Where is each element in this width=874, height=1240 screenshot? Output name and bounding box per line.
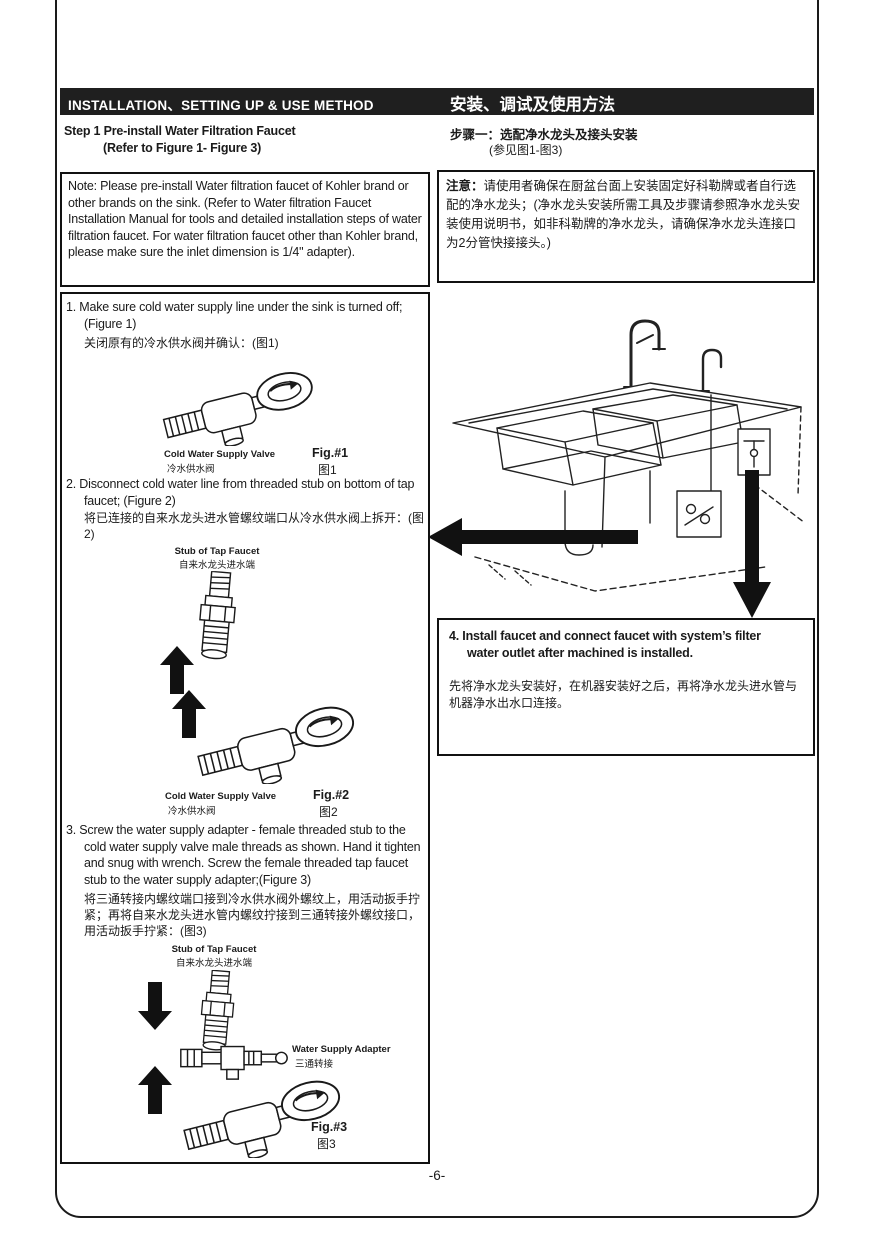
step-3-text-zh: 将三通转接内螺纹端口接到冷水供水阀外螺纹上，用活动扳手拧紧；再将自来水龙头进水管… <box>84 892 421 938</box>
up-arrow-icon <box>160 646 194 694</box>
valve-label-zh-fig1: 冷水供水阀 <box>167 464 215 475</box>
down-arrow-icon <box>733 470 771 618</box>
step-4-text-zh: 先将净水龙头安装好，在机器安装好之后，再将净水龙头进水管与机器净水出水口连接。 <box>449 679 798 710</box>
step-3-text-en: 3. Screw the water supply adapter - fema… <box>66 823 421 887</box>
step1-subheading-zh: (参见图1-图3) <box>489 143 563 157</box>
note-box-zh: 注意：请使用者确保在厨盆台面上安装固定好科勒牌或者自行选配的净水龙头；(净水龙头… <box>437 170 815 283</box>
figure-3-caption-en: Fig.#3 <box>311 1120 348 1134</box>
step-1-text-zh: 关闭原有的冷水供水阀并确认：(图1) <box>84 336 279 350</box>
figure-3-caption-zh: 图3 <box>317 1137 336 1151</box>
figure-1-caption-zh: 图1 <box>318 463 337 477</box>
page-border-frame <box>55 0 819 1218</box>
figure-2-caption-zh: 图2 <box>319 805 338 819</box>
sink-illustration <box>452 319 806 592</box>
step-2-text-en: 2. Disconnect cold water line from threa… <box>66 477 415 508</box>
figure-2-pipe-stub-drawing <box>192 571 244 661</box>
valve-label-zh-fig2: 冷水供水阀 <box>168 806 216 817</box>
step-2-text-zh: 将已连接的自来水龙头进水管螺纹端口从冷水供水阀上拆开：(图2) <box>84 511 424 541</box>
figure-2-valve-drawing <box>188 692 368 784</box>
step-4-box: 4. Install faucet and connect faucet wit… <box>437 618 815 756</box>
note-text-zh: 请使用者确保在厨盆台面上安装固定好科勒牌或者自行选配的净水龙头；(净水龙头安装所… <box>446 179 801 250</box>
step-1-text-en: 1. Make sure cold water supply line unde… <box>66 300 403 331</box>
left-arrow-icon <box>428 518 638 556</box>
valve-label-en-fig2: Cold Water Supply Valve <box>165 791 277 802</box>
up-arrow-icon <box>138 1066 172 1114</box>
figure-1-valve-drawing <box>150 358 330 446</box>
page-number: -6- <box>428 1168 446 1183</box>
stub-label-en-fig3: Stub of Tap Faucet <box>171 944 257 955</box>
note-box-en: Note: Please pre-install Water filtratio… <box>60 172 430 287</box>
step1-heading-en: Step 1 Pre-install Water Filtration Fauc… <box>64 124 296 138</box>
step1-subheading-en: (Refer to Figure 1- Figure 3) <box>103 141 262 155</box>
steps-box: 1. Make sure cold water supply line unde… <box>60 292 430 1164</box>
stub-label-en-fig2: Stub of Tap Faucet <box>174 546 260 557</box>
section-title-zh: 安装、调试及使用方法 <box>450 96 615 114</box>
note-text-en: Note: Please pre-install Water filtratio… <box>68 179 422 259</box>
figure-1-caption-en: Fig.#1 <box>312 446 349 460</box>
figure-2-caption-en: Fig.#2 <box>313 788 350 802</box>
step1-heading-zh: 步骤一：选配净水龙头及接头安装 <box>450 128 638 142</box>
adapter-label-zh-fig3: 三通转接 <box>295 1059 334 1070</box>
down-arrow-icon <box>138 982 172 1030</box>
section-header-bar: INSTALLATION、SETTING UP & USE METHOD 安装、… <box>60 88 814 115</box>
stub-label-zh-fig3: 自来水龙头进水端 <box>175 958 252 969</box>
adapter-label-en-fig3: Water Supply Adapter <box>292 1044 391 1055</box>
valve-label-en-fig1: Cold Water Supply Valve <box>164 449 276 460</box>
stub-label-zh-fig2: 自来水龙头进水端 <box>178 560 255 571</box>
step-4-text-en: 4. Install faucet and connect faucet wit… <box>449 629 761 660</box>
section-title-en: INSTALLATION、SETTING UP & USE METHOD <box>68 98 374 113</box>
note-label-zh: 注意： <box>446 179 484 193</box>
